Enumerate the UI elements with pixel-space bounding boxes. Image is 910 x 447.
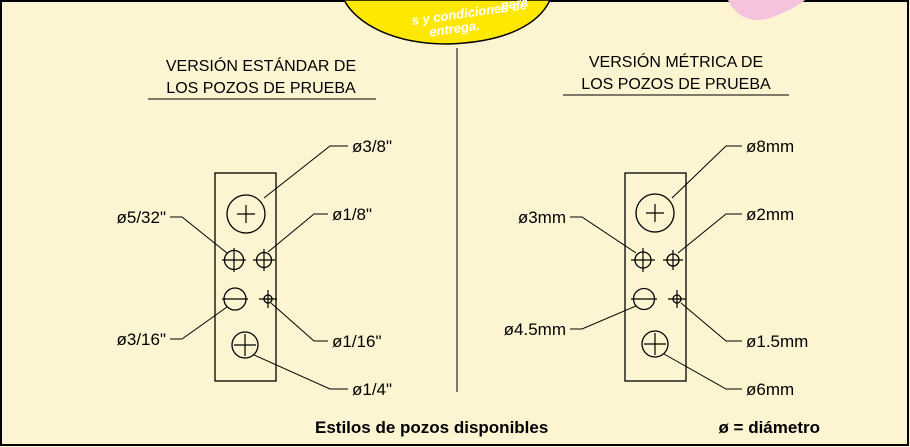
metric-leader-6mm — [663, 353, 742, 390]
standard-leader-1-8 — [267, 213, 328, 253]
metric-hole-8mm — [635, 193, 675, 233]
standard-label-1-16: ø1/16" — [332, 332, 382, 351]
metric-hole-6mm — [641, 330, 669, 358]
standard-leader-3-16 — [170, 306, 228, 340]
metric-leader-8mm — [671, 145, 742, 199]
standard-hole-3-16 — [222, 287, 248, 311]
standard-label-1-4: ø1/4" — [352, 380, 392, 399]
metric-hole-1-5mm — [668, 290, 686, 308]
metric-label-6mm: ø6mm — [746, 380, 794, 399]
standard-leader-1-16 — [270, 302, 328, 342]
pink-shape — [728, 0, 805, 20]
metric-leader-4-5mm — [570, 305, 637, 330]
standard-title-line2: LOS POZOS DE PRUEBA — [166, 80, 356, 97]
metric-leader-3mm — [570, 216, 637, 254]
metric-version-panel: VERSIÓN MÉTRICA DE LOS POZOS DE PRUEBA — [504, 52, 809, 399]
standard-test-block — [214, 172, 277, 382]
footer-caption: Estilos de pozos disponibles — [315, 418, 548, 437]
standard-version-panel: VERSIÓN ESTÁNDAR DE LOS POZOS DE PRUEBA — [116, 56, 392, 399]
metric-test-block — [624, 172, 687, 382]
standard-leader-3-8 — [263, 145, 348, 199]
standard-label-3-16: ø3/16" — [116, 330, 166, 349]
metric-hole-3mm — [631, 248, 655, 272]
standard-hole-1-8 — [253, 249, 275, 271]
metric-hole-4-5mm — [631, 287, 657, 311]
metric-hole-2mm — [663, 250, 683, 270]
metric-leader-2mm — [677, 213, 742, 254]
metric-label-2mm: ø2mm — [746, 205, 794, 224]
standard-hole-3-8 — [226, 194, 266, 234]
standard-hole-1-16 — [259, 290, 277, 308]
metric-label-3mm: ø3mm — [518, 208, 566, 227]
metric-leader-1-5mm — [680, 302, 742, 342]
diameter-legend: ø = diámetro — [718, 418, 820, 437]
metric-label-4-5mm: ø4.5mm — [504, 320, 566, 339]
standard-title-line1: VERSIÓN ESTÁNDAR DE — [166, 56, 356, 75]
standard-hole-1-4 — [231, 331, 259, 359]
standard-label-1-8: ø1/8" — [332, 205, 372, 224]
metric-title-line2: LOS POZOS DE PRUEBA — [581, 76, 771, 93]
standard-hole-5-32 — [222, 248, 246, 272]
standard-label-5-32: ø5/32" — [116, 208, 166, 227]
metric-title-line1: VERSIÓN MÉTRICA DE — [589, 52, 763, 71]
standard-leader-1-4 — [253, 354, 348, 390]
metric-label-1-5mm: ø1.5mm — [746, 332, 808, 351]
badge-line-1: para — [499, 0, 529, 13]
metric-label-8mm: ø8mm — [746, 137, 794, 156]
promo-badge: para s y condiciones de entrega. — [343, 0, 551, 45]
standard-leader-5-32 — [170, 216, 228, 254]
standard-label-3-8: ø3/8" — [352, 137, 392, 156]
badge-line-3: entrega. — [428, 18, 480, 40]
